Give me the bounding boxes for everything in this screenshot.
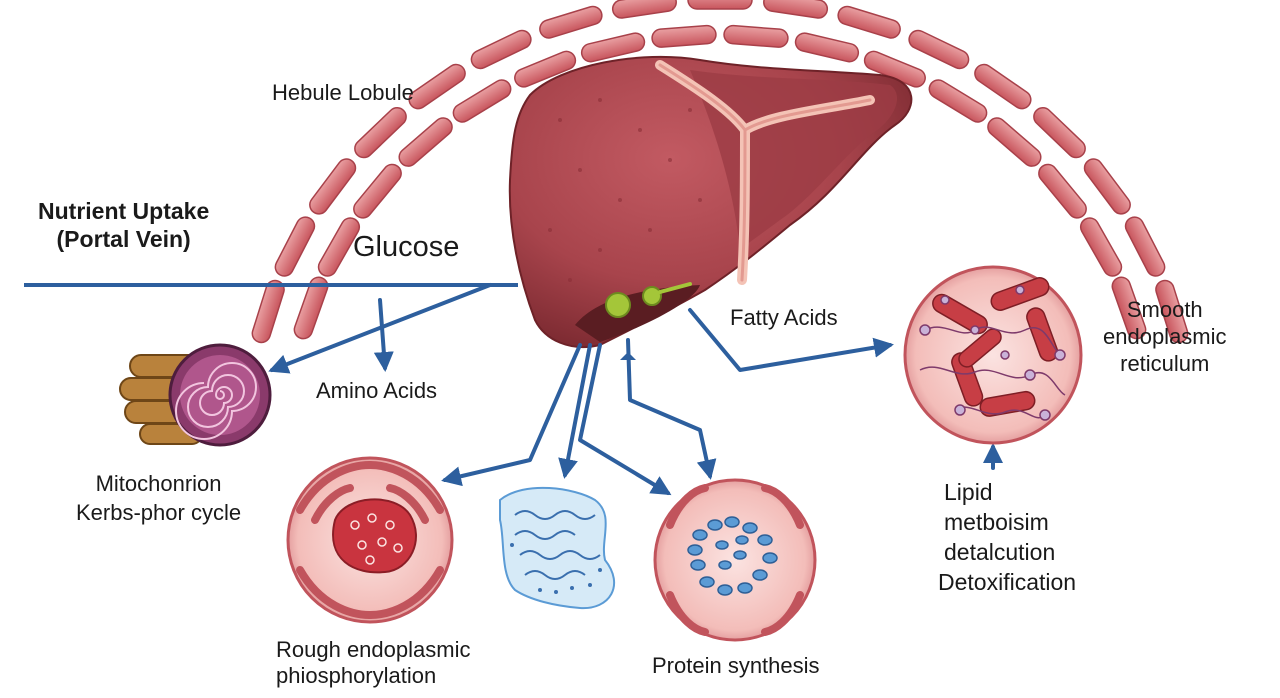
red-blood-cell — [274, 216, 316, 277]
mitochondrion-line-1: Mitochonrion — [95, 471, 222, 496]
mitochondrion-icon — [119, 343, 272, 447]
lipid-line-3: detalcution — [944, 538, 1056, 565]
red-blood-cell — [539, 5, 603, 39]
red-blood-cell — [514, 50, 577, 88]
blood-vessel-cells — [251, 0, 1189, 344]
red-blood-cell — [408, 63, 466, 110]
red-blood-cell — [687, 0, 753, 10]
red-blood-cell — [1124, 216, 1166, 277]
protein-synthesis-cell-icon — [653, 478, 817, 642]
red-blood-cell — [1083, 158, 1131, 215]
red-blood-cell — [1155, 279, 1189, 344]
red-blood-cell — [1033, 107, 1086, 159]
red-blood-cell — [723, 24, 789, 48]
red-blood-cell — [837, 5, 901, 39]
red-blood-cell — [928, 79, 988, 123]
smooth-er-line-3: reticulum — [1120, 350, 1210, 376]
red-blood-cell — [354, 107, 407, 159]
fatty-acids-label: Fatty Acids — [730, 305, 838, 330]
smooth-er-label: Smooth endoplasmic reticulum — [1103, 297, 1227, 377]
red-blood-cell — [1111, 276, 1147, 340]
smooth-er-cell-icon — [903, 265, 1083, 445]
red-blood-cell — [317, 217, 361, 277]
lipid-line-1: Lipid — [944, 479, 993, 505]
red-blood-cell — [293, 276, 329, 340]
red-blood-cell — [580, 32, 646, 63]
red-blood-cell — [987, 117, 1042, 167]
rough-er-cell-icon — [286, 456, 454, 624]
nutrient-uptake-label: Nutrient Uptake (Portal Vein) — [38, 198, 209, 253]
rough-er-line-2: phiosphorylation — [276, 663, 437, 689]
mitochondrion-label: Mitochonrion Kerbs-phor cycle — [76, 470, 241, 527]
glucose-label: Glucose — [353, 231, 460, 263]
lipid-label: Lipid metboisim detalcution Detoxificati… — [938, 478, 1076, 598]
lipid-line-2: metboisim — [944, 508, 1049, 535]
hebule-lobule-label: Hebule Lobule — [272, 80, 414, 105]
smooth-er-line-1: Smooth — [1126, 297, 1203, 322]
red-blood-cell — [353, 163, 402, 219]
red-blood-cell — [452, 79, 512, 123]
red-blood-cell — [651, 24, 717, 48]
endoplasmic-reticulum-icon — [499, 486, 616, 610]
nutrient-uptake-line-1: Nutrient Uptake — [38, 198, 210, 224]
liver-organ — [508, 55, 913, 348]
smooth-er-line-2: endoplasmic — [1103, 323, 1227, 349]
red-blood-cell — [1079, 217, 1123, 277]
amino-acids-label: Amino Acids — [316, 378, 438, 403]
red-blood-cell — [309, 158, 357, 215]
red-blood-cell — [794, 32, 860, 63]
red-blood-cell — [251, 279, 285, 344]
red-blood-cell — [398, 117, 453, 167]
red-blood-cell — [974, 63, 1032, 110]
red-blood-cell — [470, 29, 532, 70]
pathway-arrows — [268, 283, 1003, 496]
red-blood-cell — [908, 29, 970, 70]
rough-er-label: Rough endoplasmic phiosphorylation — [276, 637, 470, 690]
protein-synthesis-label: Protein synthesis — [652, 653, 820, 678]
rough-er-line-1: Rough endoplasmic — [276, 637, 471, 662]
red-blood-cell — [763, 0, 829, 19]
red-blood-cell — [1038, 163, 1087, 219]
lipid-line-4: Detoxification — [938, 568, 1077, 595]
mitochondrion-line-2: Kerbs-phor cycle — [76, 499, 242, 525]
gallbladder-icon — [605, 292, 631, 318]
nutrient-uptake-line-2: (Portal Vein) — [56, 225, 191, 252]
red-blood-cell — [611, 0, 677, 19]
